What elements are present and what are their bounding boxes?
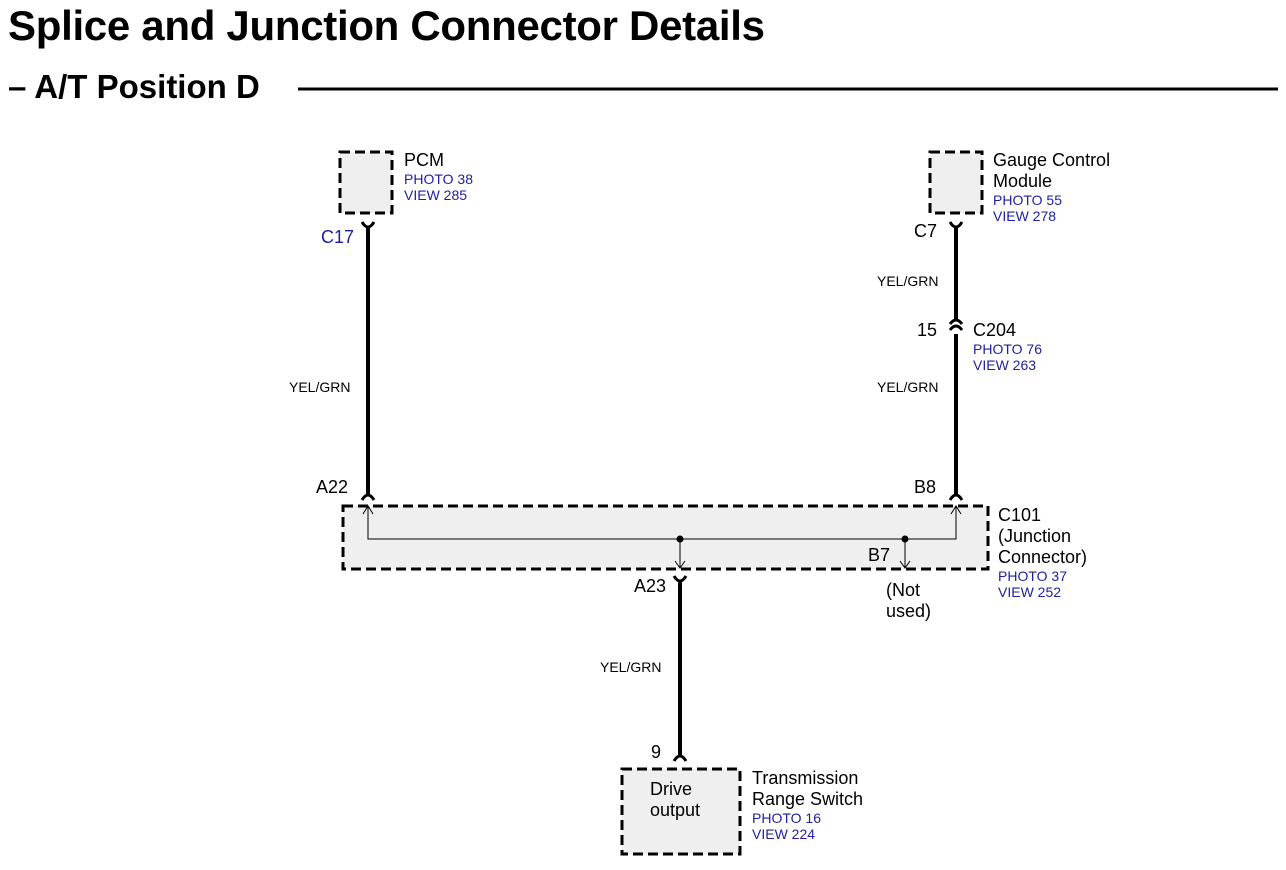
c101-internal-bus <box>362 505 962 569</box>
trs-pin-9: 9 <box>651 742 662 762</box>
gauge-view-link[interactable]: VIEW 278 <box>993 208 1057 224</box>
c101-b8-terminal <box>948 493 964 501</box>
page-title: Splice and Junction Connector Details <box>8 2 765 49</box>
pcm-box <box>338 150 394 215</box>
c101-pin-a23: A23 <box>634 576 667 596</box>
pcm-name: PCM <box>404 150 444 170</box>
c101-a22-terminal <box>360 493 376 501</box>
trs-box <box>620 767 742 856</box>
pcm-pin-c17[interactable]: C17 <box>321 227 355 247</box>
splice-dot-a23 <box>676 535 684 543</box>
gauge-c7-terminal <box>948 221 964 229</box>
pcm-view-link[interactable]: VIEW 285 <box>404 187 468 203</box>
splice-dot-b7 <box>901 535 909 543</box>
c101-photo-link[interactable]: PHOTO 37 <box>998 568 1067 584</box>
gauge-pin-c7: C7 <box>914 221 938 241</box>
c101-box <box>341 504 990 571</box>
trs-photo-link[interactable]: PHOTO 16 <box>752 810 821 826</box>
b7-not-used-line2: used) <box>886 601 932 621</box>
c204-view-link[interactable]: VIEW 263 <box>973 357 1037 373</box>
wire-color-gauge-c204: YEL/GRN <box>877 273 939 289</box>
c101-view-link[interactable]: VIEW 252 <box>998 584 1062 600</box>
wire-color-c101-trs: YEL/GRN <box>600 659 662 675</box>
c204-photo-link[interactable]: PHOTO 76 <box>973 341 1042 357</box>
gauge-name-line1: Gauge Control <box>993 150 1111 170</box>
c204-pin-15: 15 <box>917 320 938 340</box>
c204-terminal-top <box>948 318 964 325</box>
b7-not-used-line1: (Not <box>886 580 921 600</box>
trs-inner-line1: Drive <box>650 779 693 799</box>
c204-terminal-bottom <box>948 324 964 331</box>
trs-pin9-terminal <box>672 754 688 762</box>
trs-view-link[interactable]: VIEW 224 <box>752 826 816 842</box>
wire-color-pcm-c101: YEL/GRN <box>289 379 351 395</box>
pcm-photo-link[interactable]: PHOTO 38 <box>404 171 473 187</box>
c204-name: C204 <box>973 320 1017 340</box>
gauge-name-line2: Module <box>993 171 1053 191</box>
gauge-box <box>928 150 984 215</box>
c101-name-line1: C101 <box>998 505 1042 525</box>
c101-name-line2: (Junction <box>998 526 1072 546</box>
trs-name-line1: Transmission <box>752 768 859 788</box>
pcm-c17-terminal <box>360 221 376 229</box>
trs-name-line2: Range Switch <box>752 789 864 809</box>
wire-color-c204-c101: YEL/GRN <box>877 379 939 395</box>
section-title: – A/T Position D <box>8 68 260 105</box>
trs-inner-line2: output <box>650 800 701 820</box>
c101-pin-b7: B7 <box>868 545 891 565</box>
gauge-photo-link[interactable]: PHOTO 55 <box>993 192 1062 208</box>
c101-pin-a22: A22 <box>316 477 349 497</box>
c101-name-line3: Connector) <box>998 547 1088 567</box>
c101-a23-terminal <box>672 575 688 583</box>
c101-pin-b8: B8 <box>914 477 937 497</box>
